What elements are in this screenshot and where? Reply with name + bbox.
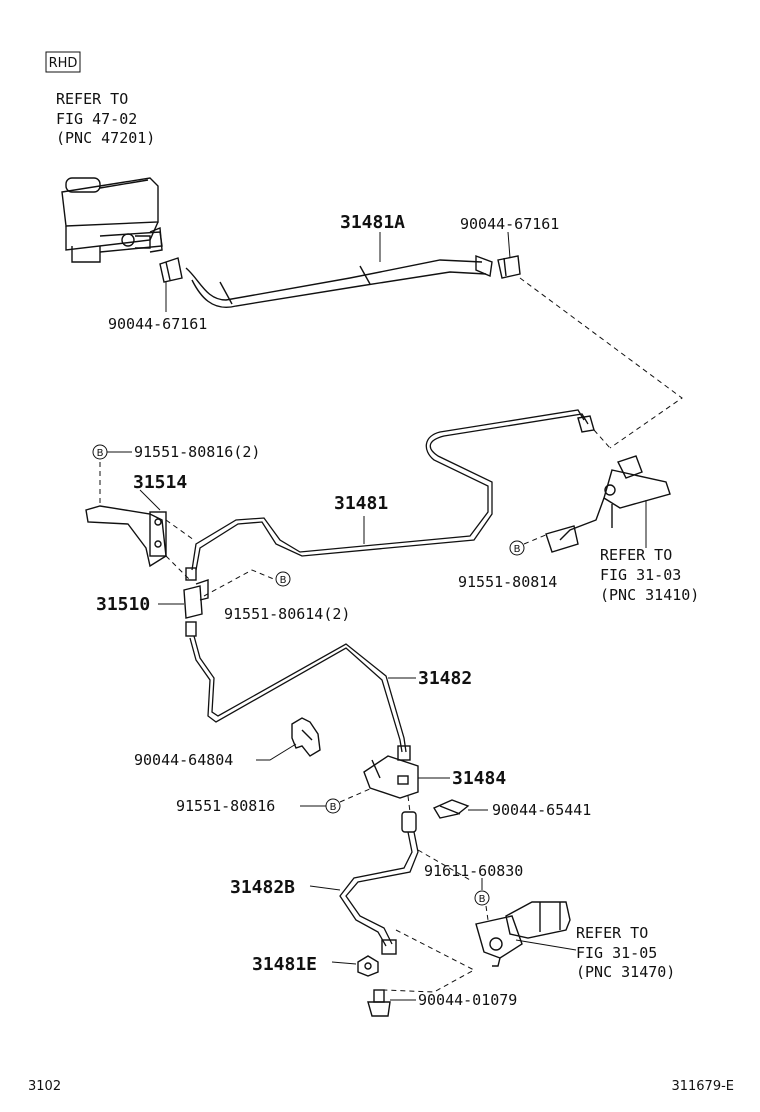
rhd-badge-text: RHD: [49, 56, 78, 71]
label-bolt-bracket: 91551-80816(2): [134, 443, 260, 461]
hose-clamp-right: [497, 255, 521, 279]
refer-master-line3: (PNC 47201): [56, 129, 155, 147]
label-clip-65441: 90044-65441: [492, 801, 591, 819]
svg-text:B: B: [280, 575, 287, 586]
union-31510: [183, 567, 209, 637]
leader-clamp-right: [507, 231, 511, 259]
refer-release-line2: FIG 31-05: [576, 944, 657, 962]
hose-clamp-left: [159, 257, 183, 283]
label-31481E: 31481E: [252, 954, 317, 975]
dash-hose-to-cylinder: [519, 277, 683, 449]
clutch-master-cylinder: [545, 455, 671, 553]
refer-release-line3: (PNC 31470): [576, 963, 675, 981]
refer-master-line2: FIG 47-02: [56, 110, 137, 128]
clip-65441: [432, 799, 470, 819]
bolt-marker-cyl: B: [509, 540, 525, 556]
dash-bolt-31484: [339, 787, 373, 803]
label-31510: 31510: [96, 594, 150, 615]
label-clip-64804: 90044-64804: [134, 751, 233, 769]
refer-cyl-line2: FIG 31-03: [600, 566, 681, 584]
clip-64804: [291, 717, 321, 757]
label-clamp-right: 90044-67161: [460, 215, 559, 233]
label-31481A: 31481A: [340, 212, 405, 233]
label-bolt-cyl: 91551-80814: [458, 573, 557, 591]
dash-31484-hose: [407, 795, 411, 813]
clutch-line-31482: [189, 635, 411, 761]
label-31481: 31481: [334, 493, 388, 514]
refer-clutch-master: REFER TO FIG 31-03 (PNC 31410): [600, 546, 699, 604]
bracket-31514: [85, 505, 167, 568]
footer-figure-id: 311679-E: [671, 1079, 734, 1094]
leader-31481E: [331, 961, 357, 965]
refer-cyl-line3: (PNC 31410): [600, 586, 699, 604]
leader-31514: [139, 489, 161, 511]
leader-clip-64804: [256, 743, 297, 761]
leader-31482B: [309, 885, 341, 891]
label-31482: 31482: [418, 668, 472, 689]
nut-31481E: [357, 955, 379, 977]
dash-bracket-line: [165, 519, 195, 541]
bolt-marker-union: B: [275, 571, 291, 587]
bolt-marker-release: B: [474, 890, 490, 906]
rhd-badge: RHD: [45, 51, 81, 73]
dash-bolt-release: [485, 905, 489, 921]
label-clamp-left: 90044-67161: [108, 315, 207, 333]
svg-text:B: B: [479, 894, 486, 905]
label-31484: 31484: [452, 768, 506, 789]
reservoir-hose-31481A: [185, 254, 493, 308]
footer-page-code: 3102: [28, 1079, 61, 1094]
refer-release-line1: REFER TO: [576, 924, 648, 942]
label-bolt-union: 91551-80614(2): [224, 605, 350, 623]
bolt-marker-bracket: B: [92, 444, 108, 460]
svg-text:B: B: [514, 544, 521, 555]
leader-refer-release: [515, 939, 577, 951]
dash-bolt-union: [203, 569, 277, 597]
label-bolt-31484: 91551-80816: [176, 797, 275, 815]
refer-master-cylinder: REFER TO FIG 47-02 (PNC 47201): [56, 90, 155, 147]
label-31482B: 31482B: [230, 877, 295, 898]
release-cylinder: [475, 901, 571, 967]
label-31514: 31514: [133, 472, 187, 493]
dash-hose-bolt: [417, 849, 471, 881]
clutch-line-31482B: [339, 811, 419, 955]
screw-01079: [367, 989, 391, 1017]
master-cylinder-reservoir: [61, 177, 163, 263]
label-bolt-release: 91611-60830: [424, 862, 523, 880]
refer-master-line1: REFER TO: [56, 90, 128, 108]
refer-cyl-line1: REFER TO: [600, 546, 672, 564]
refer-release-cylinder: REFER TO FIG 31-05 (PNC 31470): [576, 924, 675, 981]
svg-text:B: B: [330, 802, 337, 813]
svg-text:B: B: [97, 448, 104, 459]
dash-hose-release: [383, 929, 476, 993]
clutch-line-31481: [191, 409, 595, 571]
bracket-31484: [363, 755, 419, 799]
dash-bolt-cyl: [523, 533, 549, 545]
dash-line-to-cylinder: [593, 429, 611, 449]
label-screw-01079: 90044-01079: [418, 991, 517, 1009]
bolt-marker-31484: B: [325, 798, 341, 814]
